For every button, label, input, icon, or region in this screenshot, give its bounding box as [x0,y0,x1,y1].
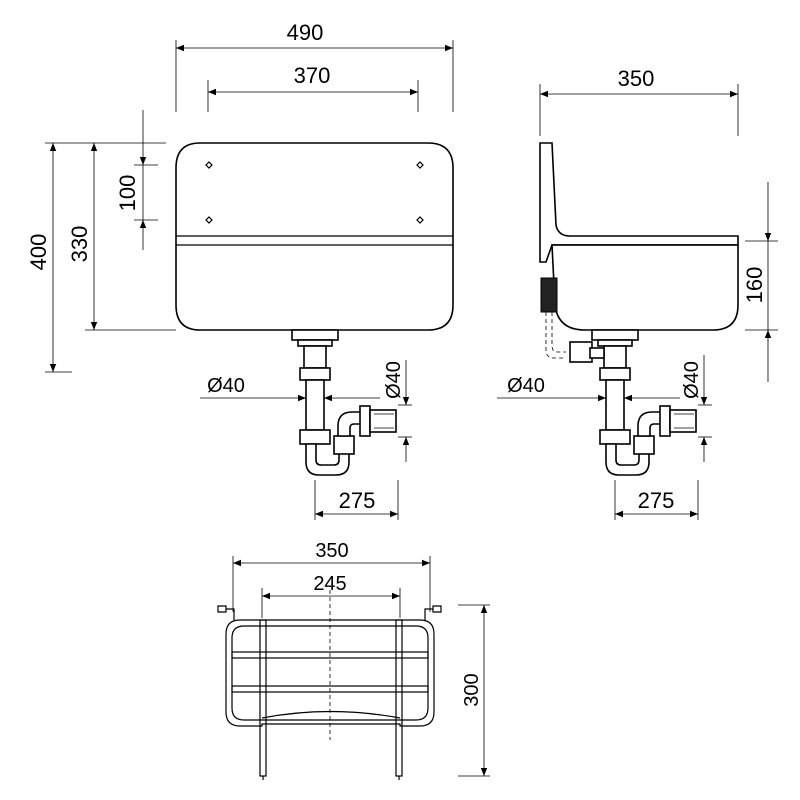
side-overflow-hose [540,277,558,313]
side-depth-label: 350 [618,66,655,91]
grate-width-inner-label: 245 [313,573,346,595]
grate-width-overall-label: 350 [315,540,348,562]
front-drain-diameter-h-label: Ø40 [207,375,245,397]
grate-right-bar [395,619,403,777]
front-width-inner-label: 370 [294,63,331,88]
side-back-panel [539,142,739,263]
front-view: 490 370 400 330 100 Ø40 Ø40 [26,20,454,520]
side-drain-diameter-v-label: Ø40 [681,361,703,399]
front-mounting-holes [205,161,424,224]
side-trap-offset-label: 275 [638,488,675,513]
front-drain-trap [291,329,397,476]
grate-view: 350 245 300 [217,540,490,780]
grate-left-bar [259,619,267,777]
side-basin-height-label: 160 [742,267,767,304]
front-trap-offset-label: 275 [339,488,376,513]
grate-depth-label: 300 [461,673,483,706]
side-view: 350 160 Ø40 Ø40 275 [497,66,778,520]
front-height-drain-label: 330 [67,226,92,263]
front-width-overall-label: 490 [287,20,324,45]
side-basin-body [551,244,739,331]
front-upper-panel-label: 100 [115,175,140,212]
grate-outer-frame [225,619,435,727]
side-drain-trap [569,329,697,476]
front-height-overall-label: 400 [26,234,51,271]
side-drain-diameter-h-label: Ø40 [507,375,545,397]
front-drain-diameter-v-label: Ø40 [383,361,405,399]
